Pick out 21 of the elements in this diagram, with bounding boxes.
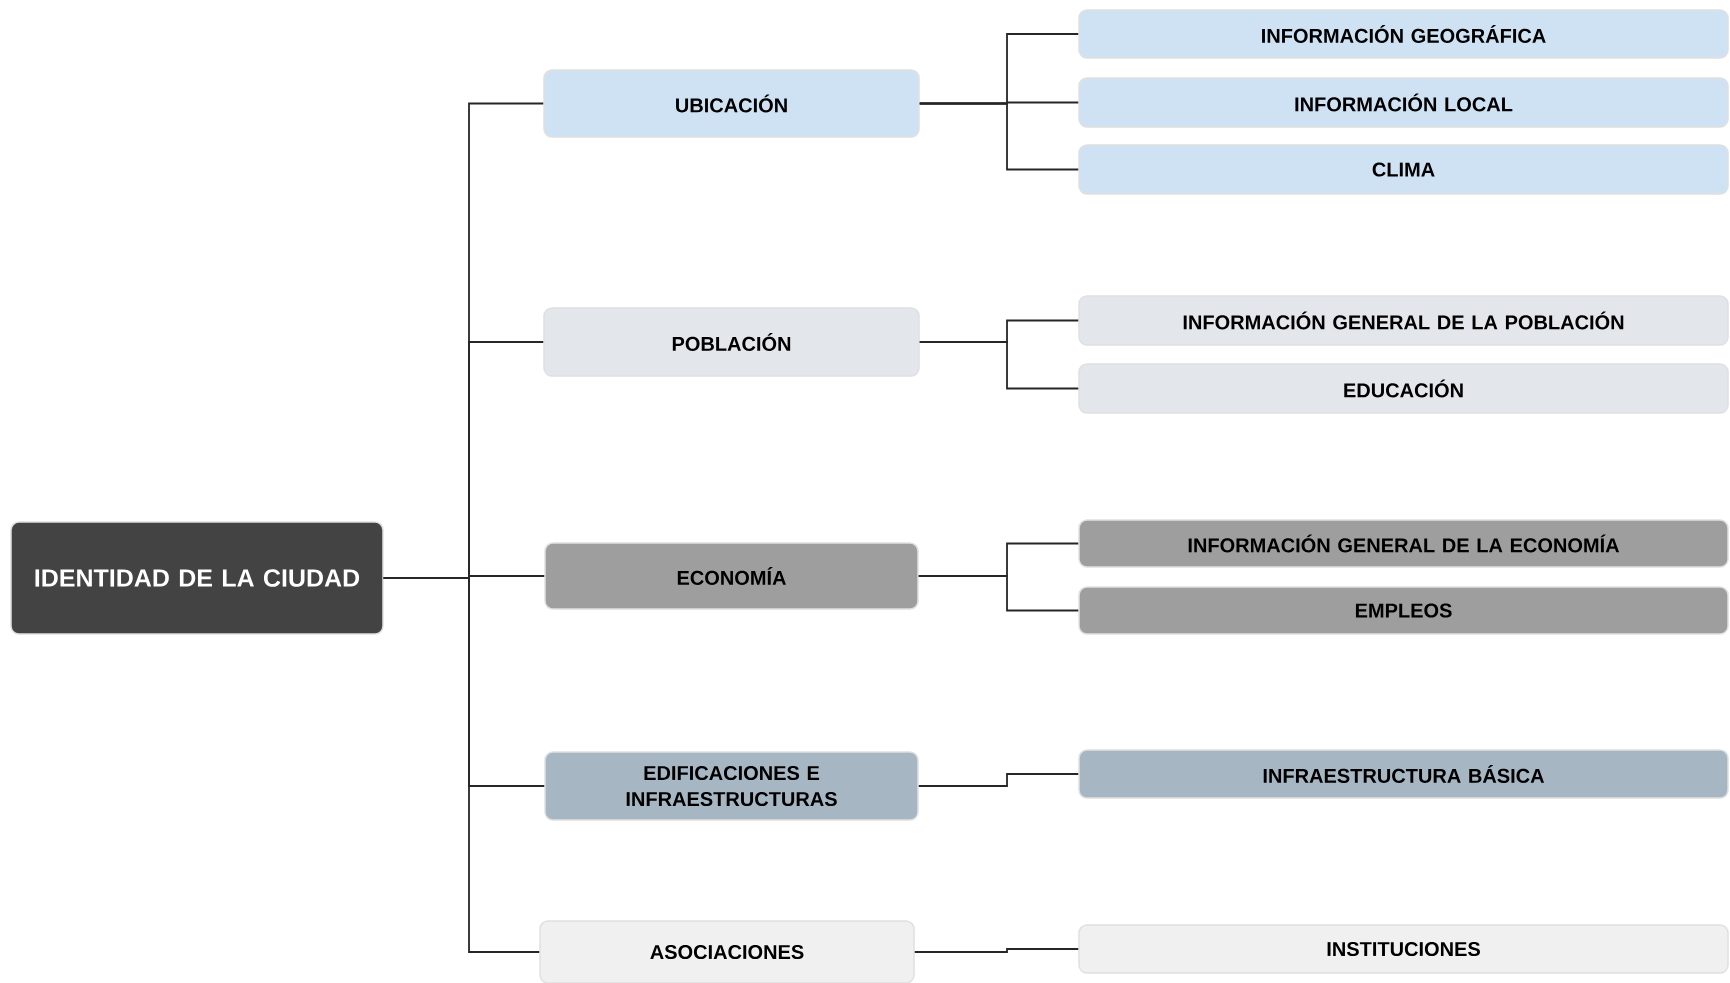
category-box: POBLACIÓN <box>543 307 920 377</box>
connector-line <box>918 341 1080 390</box>
category-box: ECONOMÍA <box>544 542 919 610</box>
subcategory-box: INFORMACIÓN GENERAL DE LA POBLACIÓN <box>1078 295 1729 346</box>
subcategory-box: EMPLEOS <box>1078 586 1729 635</box>
subcategory-box: EDUCACIÓN <box>1078 363 1729 414</box>
subcategory-box: INSTITUCIONES <box>1078 924 1729 974</box>
category-box: UBICACIÓN <box>543 69 920 138</box>
subcategory-box: INFORMACIÓN GENERAL DE LA ECONOMÍA <box>1078 519 1729 568</box>
subcategory-box: INFORMACIÓN LOCAL <box>1078 77 1729 128</box>
connector-line <box>917 773 1080 787</box>
connector-line <box>913 948 1080 953</box>
connector-line <box>918 102 1080 171</box>
connector-line <box>917 575 1080 612</box>
category-box: ASOCIACIONES <box>539 920 915 983</box>
subcategory-box: INFORMACIÓN GEOGRÁFICA <box>1078 9 1729 59</box>
subcategory-box: CLIMA <box>1078 144 1729 195</box>
root-box: IDENTIDAD DE LA CIUDAD <box>10 521 384 635</box>
category-box: EDIFICACIONES E INFRAESTRUCTURAS <box>544 751 919 821</box>
subcategory-box: INFRAESTRUCTURA BÁSICA <box>1078 749 1729 799</box>
connector-line <box>382 577 541 953</box>
